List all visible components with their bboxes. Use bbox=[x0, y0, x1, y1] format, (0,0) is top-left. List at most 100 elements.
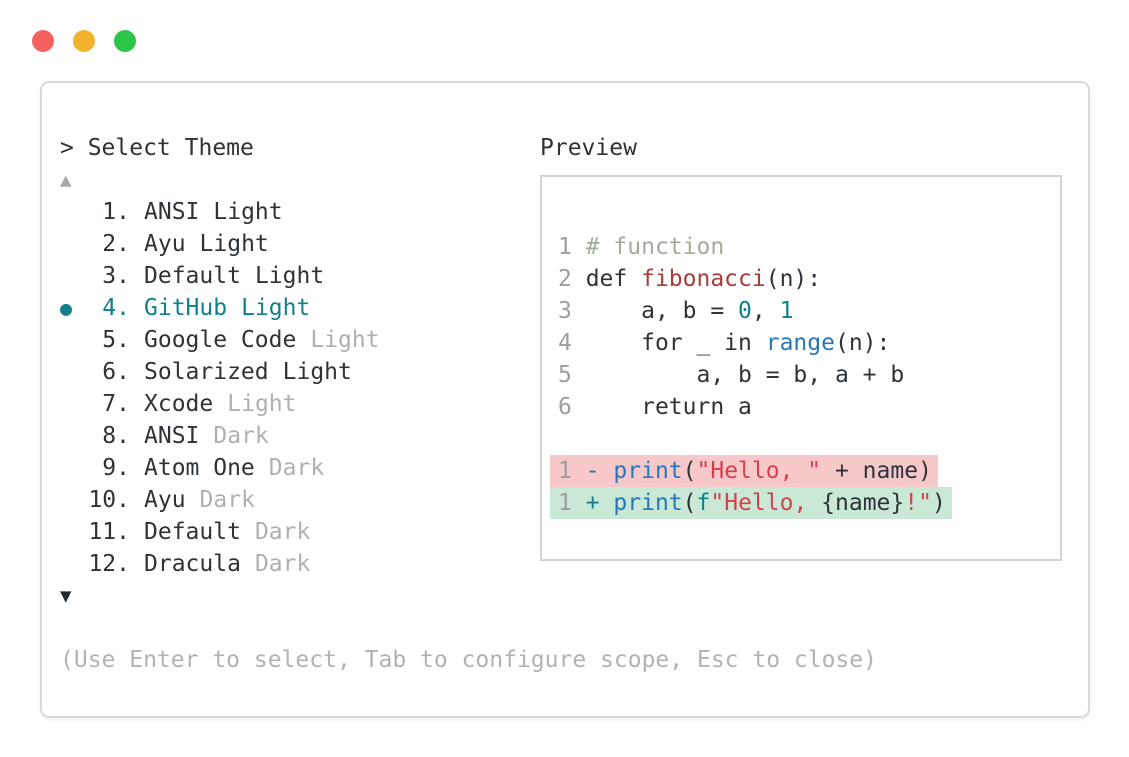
scroll-up-icon[interactable]: ▲ bbox=[60, 169, 72, 191]
token: + name) bbox=[821, 458, 932, 484]
option-suffix: Light bbox=[241, 295, 311, 321]
option-label: ANSI bbox=[144, 199, 200, 225]
zoom-button[interactable] bbox=[114, 30, 136, 52]
token: "Hello, bbox=[710, 490, 822, 516]
option-suffix: Dark bbox=[199, 487, 255, 513]
theme-selector-dialog: > Select Theme ▲ 1. ANSI Light 2. Ayu Li… bbox=[40, 81, 1090, 718]
theme-option-atom-one-dark[interactable]: 9. Atom One Dark bbox=[60, 452, 540, 484]
theme-option-default-dark[interactable]: 11. Default Dark bbox=[60, 516, 540, 548]
option-label: ANSI bbox=[144, 423, 200, 449]
token: a, b = b, a + b bbox=[585, 362, 905, 388]
blank-line bbox=[558, 423, 1060, 455]
diff-line-added: 1+ print(f"Hello, {name}!") bbox=[550, 487, 1060, 519]
theme-option-ayu-light[interactable]: 2. Ayu Light bbox=[60, 228, 540, 260]
option-number: 6. bbox=[102, 359, 130, 385]
option-label: Dracula bbox=[144, 551, 241, 577]
bullet-slot bbox=[60, 356, 74, 388]
option-label: Ayu bbox=[144, 487, 186, 513]
diff-minus-sign: - bbox=[585, 458, 614, 484]
diff-line-removed: 1- print("Hello, " + name) bbox=[550, 455, 1060, 487]
theme-option-dracula-dark[interactable]: 12. Dracula Dark bbox=[60, 548, 540, 580]
option-number: 3. bbox=[102, 263, 130, 289]
bullet-slot bbox=[60, 516, 74, 548]
option-label: Xcode bbox=[144, 391, 214, 417]
theme-list-pane: > Select Theme ▲ 1. ANSI Light 2. Ayu Li… bbox=[60, 132, 540, 612]
option-label: Ayu bbox=[144, 231, 186, 257]
code-line: 1 # function bbox=[558, 231, 1060, 263]
token: , bbox=[751, 298, 780, 324]
theme-option-ayu-dark[interactable]: 10. Ayu Dark bbox=[60, 484, 540, 516]
code-line: 6 return a bbox=[558, 391, 1060, 423]
line-number: 6 bbox=[558, 394, 572, 420]
option-number: 11. bbox=[88, 519, 130, 545]
token: a, b = bbox=[585, 298, 739, 324]
token: print bbox=[613, 490, 683, 516]
theme-option-default-light[interactable]: 3. Default Light bbox=[60, 260, 540, 292]
theme-option-solarized-light[interactable]: 6. Solarized Light bbox=[60, 356, 540, 388]
line-number: 4 bbox=[558, 330, 572, 356]
token: ( bbox=[682, 458, 697, 484]
line-number: 2 bbox=[558, 266, 572, 292]
window-controls bbox=[32, 30, 136, 52]
token: return a bbox=[585, 394, 752, 420]
token: !" bbox=[904, 490, 932, 516]
selected-bullet-icon: ● bbox=[60, 296, 73, 320]
line-number: 1 bbox=[558, 458, 572, 484]
line-number: 1 bbox=[558, 490, 572, 516]
option-number: 5. bbox=[102, 327, 130, 353]
bullet-slot bbox=[60, 324, 74, 356]
bullet-slot bbox=[60, 548, 74, 580]
option-label: Atom One bbox=[144, 455, 255, 481]
token: range bbox=[765, 330, 835, 356]
bullet-slot bbox=[60, 196, 74, 228]
token: (n): bbox=[765, 266, 822, 292]
token: "Hello, " bbox=[696, 458, 822, 484]
theme-option-github-light[interactable]: ● 4. GitHub Light bbox=[60, 292, 540, 324]
token: 1 bbox=[779, 298, 794, 324]
option-number: 10. bbox=[88, 487, 130, 513]
option-number: 2. bbox=[102, 231, 130, 257]
token: def bbox=[585, 266, 642, 292]
close-button[interactable] bbox=[32, 30, 54, 52]
option-suffix: Dark bbox=[213, 423, 269, 449]
option-suffix: Dark bbox=[268, 455, 325, 481]
token: 0 bbox=[738, 298, 752, 324]
preview-code-box: 1 # function 2 def fibonacci(n): 3 a, b = … bbox=[540, 175, 1062, 561]
bullet-slot bbox=[60, 260, 74, 292]
option-number: 9. bbox=[102, 455, 130, 481]
option-number: 4. bbox=[102, 295, 130, 321]
code-line: 2 def fibonacci(n): bbox=[558, 263, 1060, 295]
theme-option-ansi-light[interactable]: 1. ANSI Light bbox=[60, 196, 540, 228]
line-number: 1 bbox=[558, 234, 572, 260]
code-line: 3 a, b = 0, 1 bbox=[558, 295, 1060, 327]
line-number: 3 bbox=[558, 298, 572, 324]
preview-title: Preview bbox=[540, 135, 637, 161]
option-label: Google Code bbox=[144, 327, 297, 353]
token: for _ in bbox=[585, 330, 766, 356]
theme-option-google-code-light[interactable]: 5. Google Code Light bbox=[60, 324, 540, 356]
option-label: Default bbox=[144, 519, 241, 545]
option-suffix: Light bbox=[282, 359, 352, 385]
token: {name} bbox=[821, 490, 905, 516]
keyboard-hint: (Use Enter to select, Tab to configure s… bbox=[60, 647, 877, 673]
scroll-down-icon[interactable]: ▼ bbox=[60, 585, 72, 607]
option-suffix: Dark bbox=[254, 519, 311, 545]
minimize-button[interactable] bbox=[73, 30, 95, 52]
preview-pane: Preview 1 # function 2 def fibonacci(n): 3… bbox=[540, 132, 1062, 612]
option-label: Solarized bbox=[144, 359, 269, 385]
option-label: GitHub bbox=[144, 295, 228, 321]
token: fibonacci bbox=[641, 266, 766, 292]
token: print bbox=[613, 458, 683, 484]
theme-option-xcode-light[interactable]: 7. Xcode Light bbox=[60, 388, 540, 420]
bullet-slot bbox=[60, 484, 74, 516]
option-suffix: Light bbox=[213, 199, 283, 225]
theme-option-ansi-dark[interactable]: 8. ANSI Dark bbox=[60, 420, 540, 452]
line-number: 5 bbox=[558, 362, 572, 388]
token: ) bbox=[931, 490, 946, 516]
option-suffix: Light bbox=[254, 263, 325, 289]
bullet-slot bbox=[60, 388, 74, 420]
token: # function bbox=[585, 234, 725, 260]
option-suffix: Dark bbox=[254, 551, 311, 577]
bullet-slot bbox=[60, 228, 74, 260]
option-suffix: Light bbox=[310, 327, 380, 353]
